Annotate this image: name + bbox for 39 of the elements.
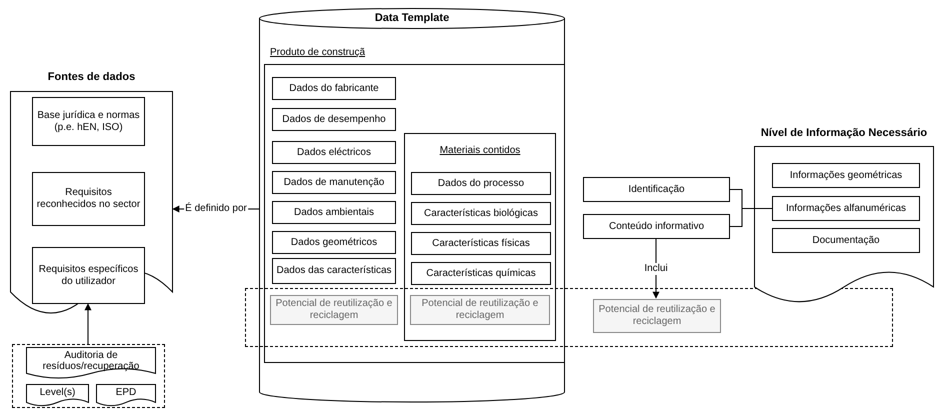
document-label: EPD: [116, 387, 136, 398]
process-box: Conteúdo informativo: [583, 214, 730, 239]
group-heading: Produto de construçã: [269, 46, 366, 59]
arrow: [84, 303, 92, 344]
process-box: Dados de manutenção: [272, 171, 396, 194]
process-box: Identificação: [583, 177, 730, 202]
process-box: Requisitos reconhecidos no sector: [32, 172, 145, 226]
process-box: Dados geométricos: [272, 231, 396, 254]
edge-label: Inclui: [643, 262, 669, 274]
group-heading: Fontes de dados: [48, 71, 136, 84]
process-box: Dados das características: [272, 258, 396, 284]
process-box: Dados ambientais: [272, 201, 396, 224]
document-shape: [96, 384, 156, 407]
dashed-group-outline: [12, 344, 165, 408]
process-box: Dados eléctricos: [272, 141, 396, 164]
document-shape: [26, 347, 156, 380]
document-label: Auditoria de resíduos/recuperação: [42, 350, 140, 372]
process-box: Potencial de reutilização e reciclagem: [593, 299, 721, 333]
cylinder-label: Data Template: [374, 12, 450, 25]
database-cylinder: [259, 8, 565, 402]
process-box: Dados de desempenho: [272, 108, 396, 131]
process-box: Documentação: [772, 228, 920, 253]
group-frame: [264, 46, 565, 363]
process-box: Características físicas: [411, 232, 551, 255]
process-box: Potencial de reutilização e reciclagem: [270, 295, 398, 325]
process-box: Informações geométricas: [772, 163, 920, 188]
process-box: Requisitos específicos do utilizador: [32, 247, 145, 304]
group-heading: Materiais contidos: [440, 144, 520, 157]
process-box: Dados do processo: [411, 172, 551, 195]
group-heading: Nível de Informação Necessário: [760, 127, 928, 140]
process-box: Características biológicas: [411, 202, 551, 225]
process-box: Informações alfanuméricas: [772, 196, 920, 221]
document-shape: [26, 384, 89, 407]
process-box: Potencial de reutilização e reciclagem: [410, 295, 550, 325]
document-label: Level(s): [40, 387, 76, 398]
process-box: Dados do fabricante: [272, 77, 396, 100]
process-box: Características químicas: [411, 262, 551, 285]
edge-label: É definido por: [184, 203, 248, 215]
process-box: Base jurídica e normas (p.e. hEN, ISO): [32, 97, 145, 146]
